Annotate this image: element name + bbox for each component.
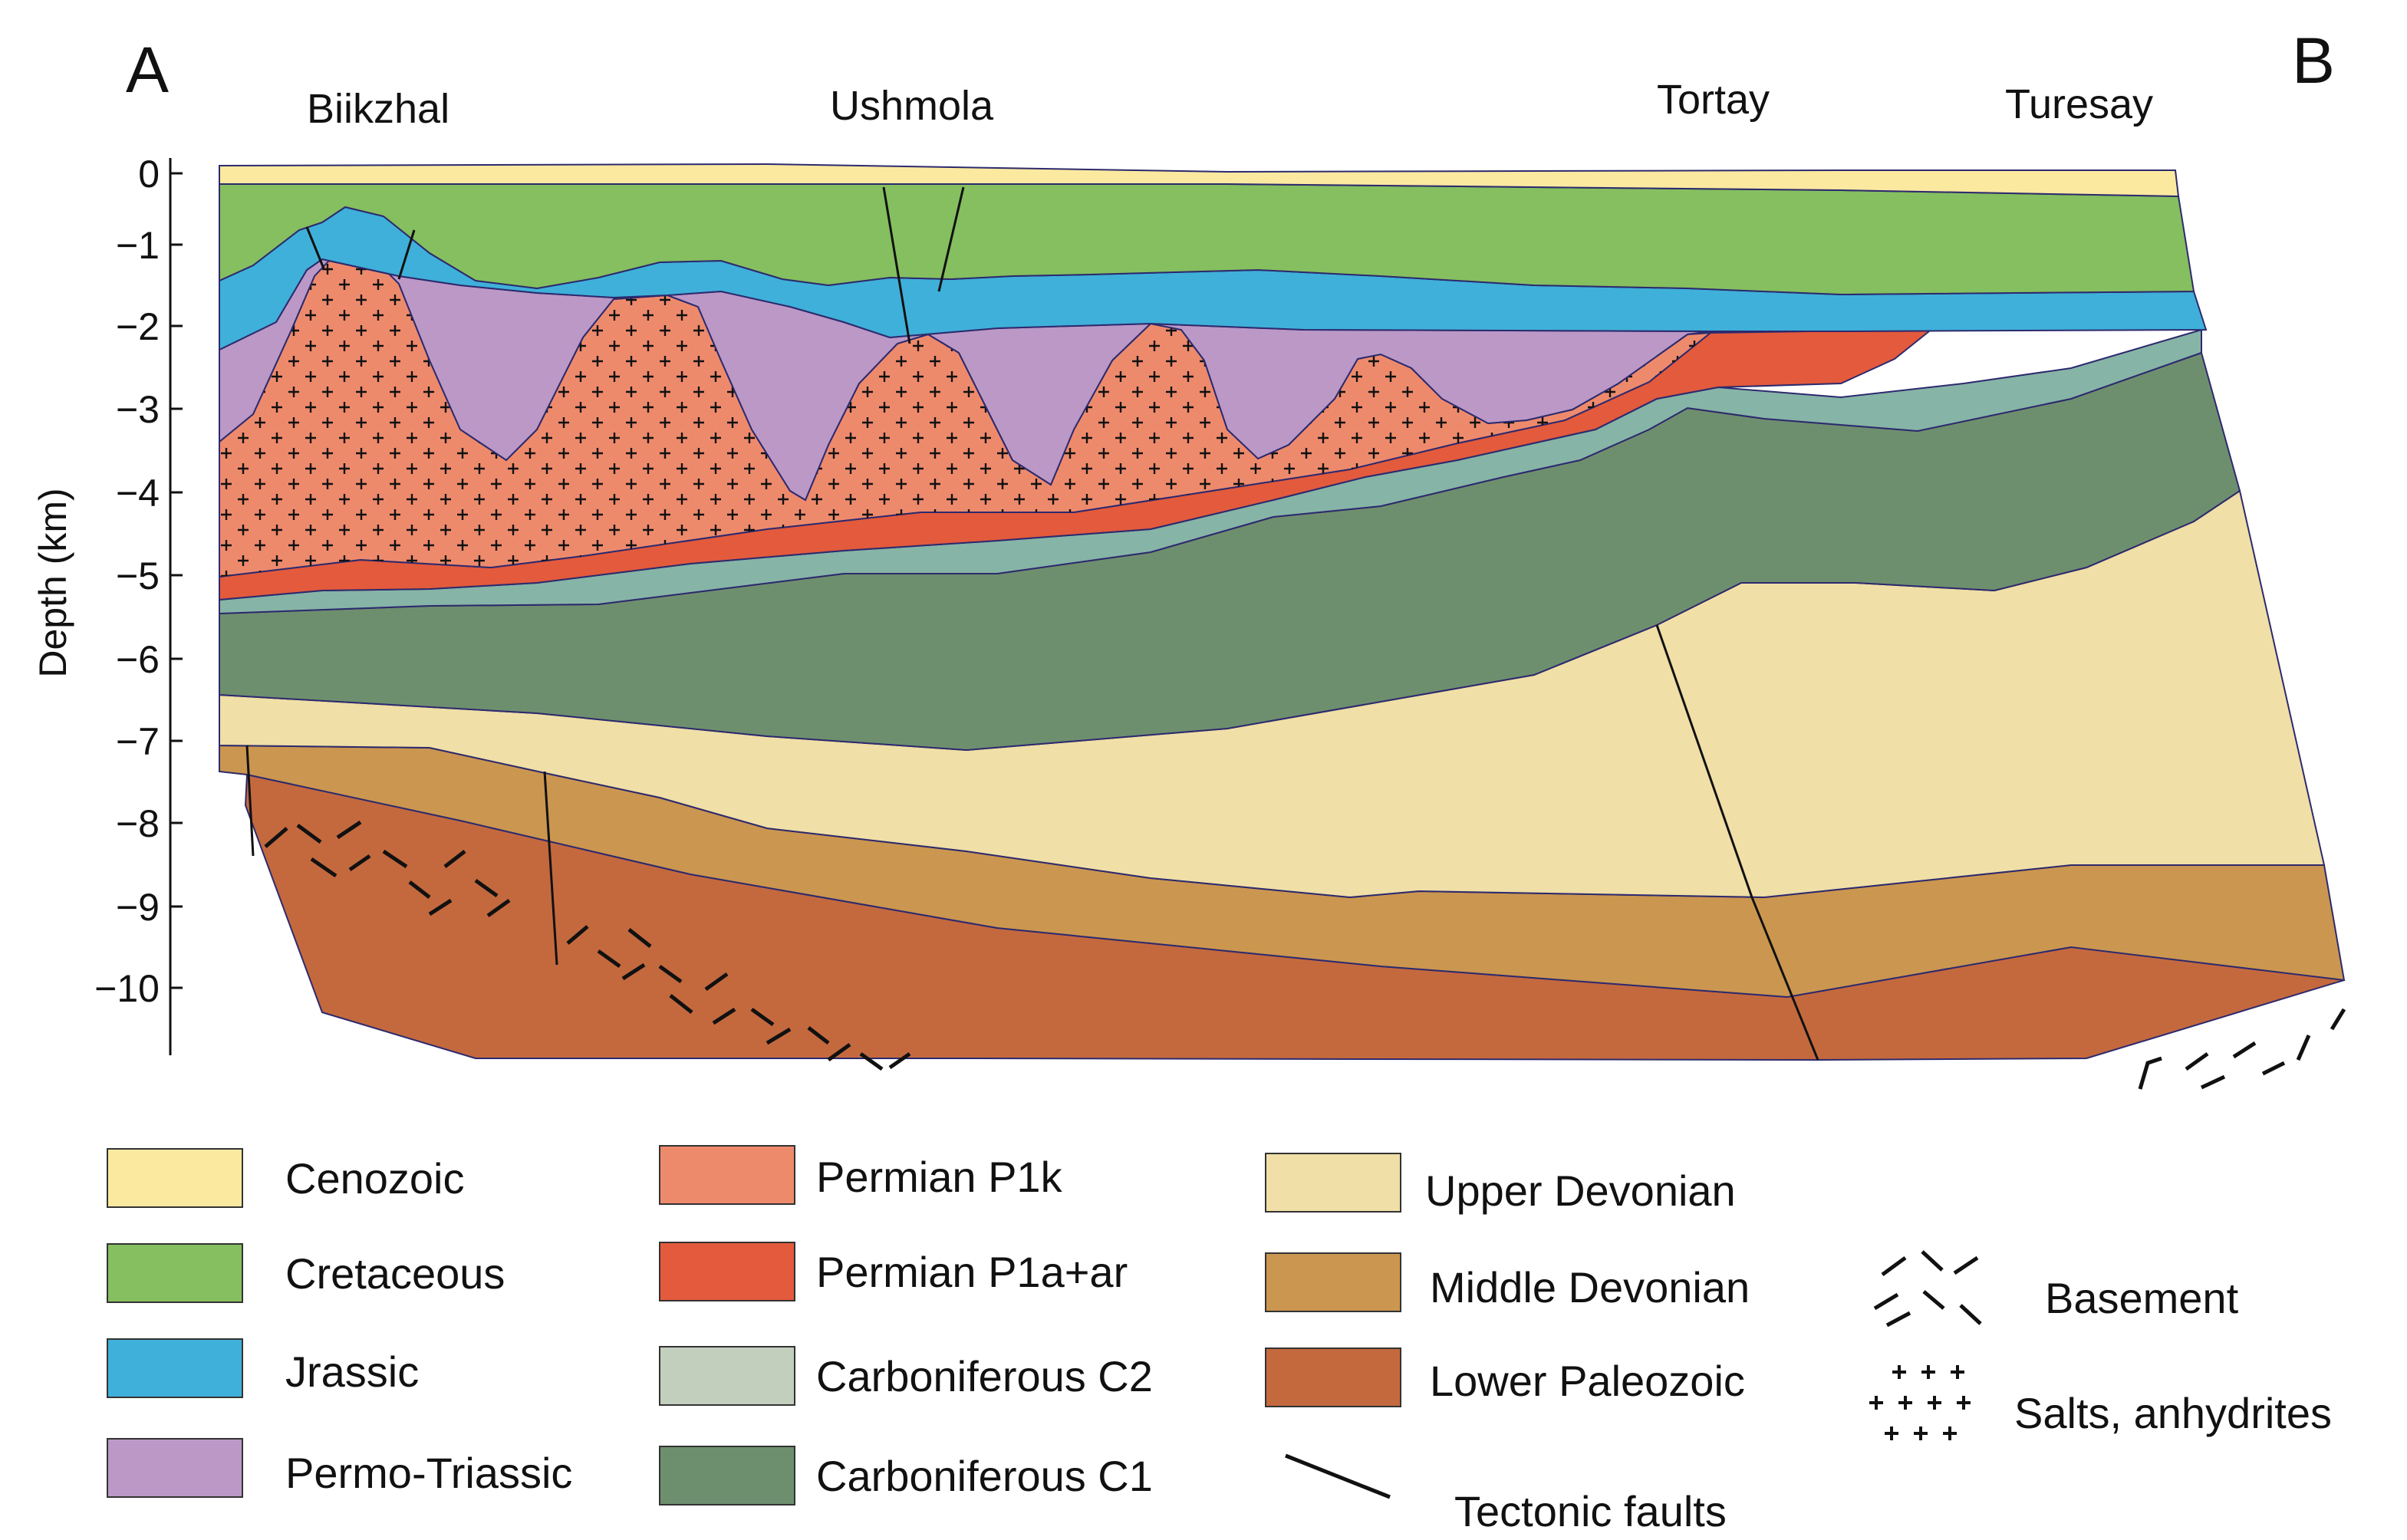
fault-symbol-icon: [1285, 1453, 1391, 1499]
tick-label: −7: [116, 720, 160, 763]
location-turesay: Turesay: [2005, 81, 2153, 127]
legend-label-upper-devonian: Upper Devonian: [1425, 1167, 1736, 1215]
legend-label-carboniferous-c2: Carboniferous C2: [816, 1352, 1153, 1400]
layer-cenozoic: [219, 163, 2180, 198]
legend-label-cenozoic: Cenozoic: [285, 1154, 464, 1203]
legend-label-carboniferous-c1: Carboniferous C1: [816, 1452, 1153, 1500]
legend-swatch-middle-devonian: [1265, 1252, 1401, 1312]
depth-axis-ticks: [170, 172, 183, 989]
salt-pattern-overlay: [219, 252, 1711, 577]
tick-label: −6: [116, 638, 160, 681]
legend-swatch-permian-p1a: [659, 1242, 795, 1301]
legend-label-middle-devonian: Middle Devonian: [1430, 1263, 1750, 1311]
legend-swatch-permo-triassic: [107, 1438, 243, 1498]
legend-label-faults: Tectonic faults: [1454, 1487, 1727, 1535]
corner-label-a: A: [126, 34, 169, 106]
depth-axis-title: Depth (km): [31, 488, 74, 677]
legend-swatch-carboniferous-c2: [659, 1346, 795, 1406]
legend-swatch-permian-p1k: [659, 1145, 795, 1205]
basement-symbol-icon: [1873, 1250, 1982, 1328]
legend-swatch-jurassic: [107, 1338, 243, 1398]
legend-label-permian-p1k: Permian P1k: [816, 1153, 1063, 1201]
legend-swatch-cretaceous: [107, 1243, 243, 1303]
legend-label-jurassic: Jrassic: [285, 1348, 419, 1396]
tick-label: −9: [116, 886, 160, 929]
legend-swatch-lower-paleozoic: [1265, 1348, 1401, 1407]
tick-label: −3: [116, 388, 160, 431]
legend: Cenozoic Cretaceous Jrassic Permo-Triass…: [107, 1145, 2332, 1535]
legend-label-permian-p1a: Permian P1a+ar: [816, 1248, 1128, 1296]
location-tortay: Tortay: [1657, 77, 1770, 123]
tick-label: 0: [138, 153, 160, 196]
basement-hatching: [264, 820, 2346, 1090]
corner-label-b: B: [2292, 25, 2335, 97]
tick-label: −4: [116, 472, 160, 515]
tectonic-faults: [245, 186, 1819, 1061]
tick-label: −5: [116, 554, 160, 597]
tick-label: −1: [116, 224, 160, 267]
legend-label-cretaceous: Cretaceous: [285, 1249, 505, 1298]
legend-label-permo-triassic: Permo-Triassic: [285, 1449, 572, 1497]
salt-symbol-icon: [1869, 1365, 1971, 1440]
location-biikzhal: Biikzhal: [307, 86, 449, 132]
tick-label: −8: [116, 802, 160, 845]
legend-label-lower-paleozoic: Lower Paleozoic: [1430, 1357, 1745, 1405]
legend-label-salts: Salts, anhydrites: [2014, 1389, 2332, 1437]
tick-label: −2: [116, 305, 160, 348]
tick-label: −10: [94, 967, 160, 1010]
legend-label-basement: Basement: [2045, 1274, 2239, 1322]
legend-swatch-upper-devonian: [1265, 1153, 1401, 1213]
legend-swatch-cenozoic: [107, 1148, 243, 1208]
layer-cretaceous: [219, 183, 2195, 296]
legend-swatch-carboniferous-c1: [659, 1446, 795, 1505]
location-ushmola: Ushmola: [830, 83, 994, 129]
